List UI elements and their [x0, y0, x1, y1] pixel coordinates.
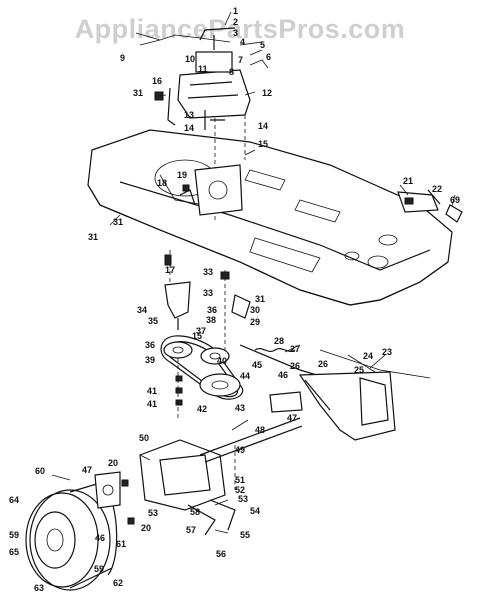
callout-5: 5	[260, 40, 265, 50]
callout-36: 36	[145, 340, 155, 350]
steering-support	[179, 164, 243, 216]
callout-33: 33	[203, 267, 213, 277]
callout-49: 49	[235, 445, 245, 455]
callout-6: 6	[266, 52, 271, 62]
callout-41: 41	[147, 399, 157, 409]
callout-8: 8	[229, 67, 234, 77]
callout-46: 46	[278, 370, 288, 380]
callout-14: 14	[258, 121, 268, 131]
callout-64: 64	[9, 495, 19, 505]
callout-36b: 36	[207, 305, 217, 315]
callout-53: 53	[238, 494, 248, 504]
callout-58: 58	[190, 507, 200, 517]
callout-56: 56	[216, 549, 226, 559]
callout-69: 69	[450, 195, 460, 205]
callout-11: 11	[198, 64, 208, 74]
callout-31: 31	[133, 88, 143, 98]
callout-38: 38	[206, 315, 216, 325]
callout-59: 59	[9, 530, 19, 540]
callout-1: 1	[233, 6, 238, 16]
frame-plate	[87, 129, 453, 306]
callout-48: 48	[255, 425, 265, 435]
clutch-bracket	[164, 250, 251, 355]
callout-15b: 15	[192, 331, 202, 341]
callout-29: 29	[250, 317, 260, 327]
callout-47: 47	[287, 413, 297, 423]
callout-33b: 33	[203, 288, 213, 298]
callout-3: 3	[233, 28, 238, 38]
callout-9: 9	[120, 53, 125, 63]
callout-54: 54	[250, 506, 260, 516]
pulley-assembly	[163, 341, 241, 420]
callout-43: 43	[235, 403, 245, 413]
callout-45: 45	[252, 360, 262, 370]
callout-60: 60	[35, 466, 45, 476]
callout-37: 37	[196, 326, 206, 336]
rear-axle-bracket	[269, 371, 396, 441]
callout-46b: 46	[95, 533, 105, 543]
callout-63: 63	[34, 583, 44, 593]
hitch-bracket	[397, 189, 463, 223]
leader-lines	[109, 11, 456, 534]
callout-4: 4	[240, 37, 245, 47]
callout-24: 24	[363, 351, 373, 361]
callout-28: 28	[274, 336, 284, 346]
callout-25: 25	[354, 365, 364, 375]
callout-47b: 47	[82, 465, 92, 475]
callout-39: 39	[145, 355, 155, 365]
callout-27: 27	[290, 344, 300, 354]
callout-31d: 31	[255, 294, 265, 304]
callout-20: 20	[108, 458, 118, 468]
callout-31c: 31	[113, 217, 123, 227]
callout-20b: 20	[141, 523, 151, 533]
rear-wheel	[25, 479, 118, 591]
callout-26: 26	[318, 359, 328, 369]
callout-17: 17	[165, 265, 175, 275]
callout-12: 12	[262, 88, 272, 98]
callout-40: 40	[217, 356, 227, 366]
callout-labels: 1 2 3 4 5 6 7 8 9 10 11 12 13 14 14 15 1…	[9, 6, 460, 593]
callout-68: 41	[147, 386, 157, 396]
callout-22: 22	[432, 184, 442, 194]
wheel-hub-parts	[51, 471, 135, 525]
callout-30: 30	[250, 305, 260, 315]
callout-55: 55	[240, 530, 250, 540]
callout-23: 23	[382, 347, 392, 357]
callout-57: 57	[186, 525, 196, 535]
callout-50: 50	[139, 433, 149, 443]
callout-31b: 31	[88, 232, 98, 242]
callout-7: 7	[238, 55, 243, 65]
transaxle	[139, 417, 303, 536]
callout-26b: 26	[290, 361, 300, 371]
callout-59b: 59	[94, 564, 104, 574]
callout-65: 65	[9, 547, 19, 557]
callout-34: 34	[137, 305, 147, 315]
callout-10: 10	[185, 54, 195, 64]
callout-61: 61	[116, 539, 126, 549]
callout-19: 19	[177, 170, 187, 180]
callout-2: 2	[233, 17, 238, 27]
callout-44: 44	[240, 371, 250, 381]
callout-51: 51	[235, 475, 245, 485]
callout-62: 62	[113, 578, 123, 588]
callout-14b: 14	[184, 123, 194, 133]
callout-52: 52	[235, 485, 245, 495]
callout-18: 18	[157, 178, 167, 188]
callout-16: 16	[152, 76, 162, 86]
callout-42: 42	[197, 404, 207, 414]
callout-53b: 53	[148, 508, 158, 518]
callout-21: 21	[403, 176, 413, 186]
callout-15: 15	[258, 139, 268, 149]
callout-35: 35	[148, 316, 158, 326]
callout-13: 13	[184, 110, 194, 120]
